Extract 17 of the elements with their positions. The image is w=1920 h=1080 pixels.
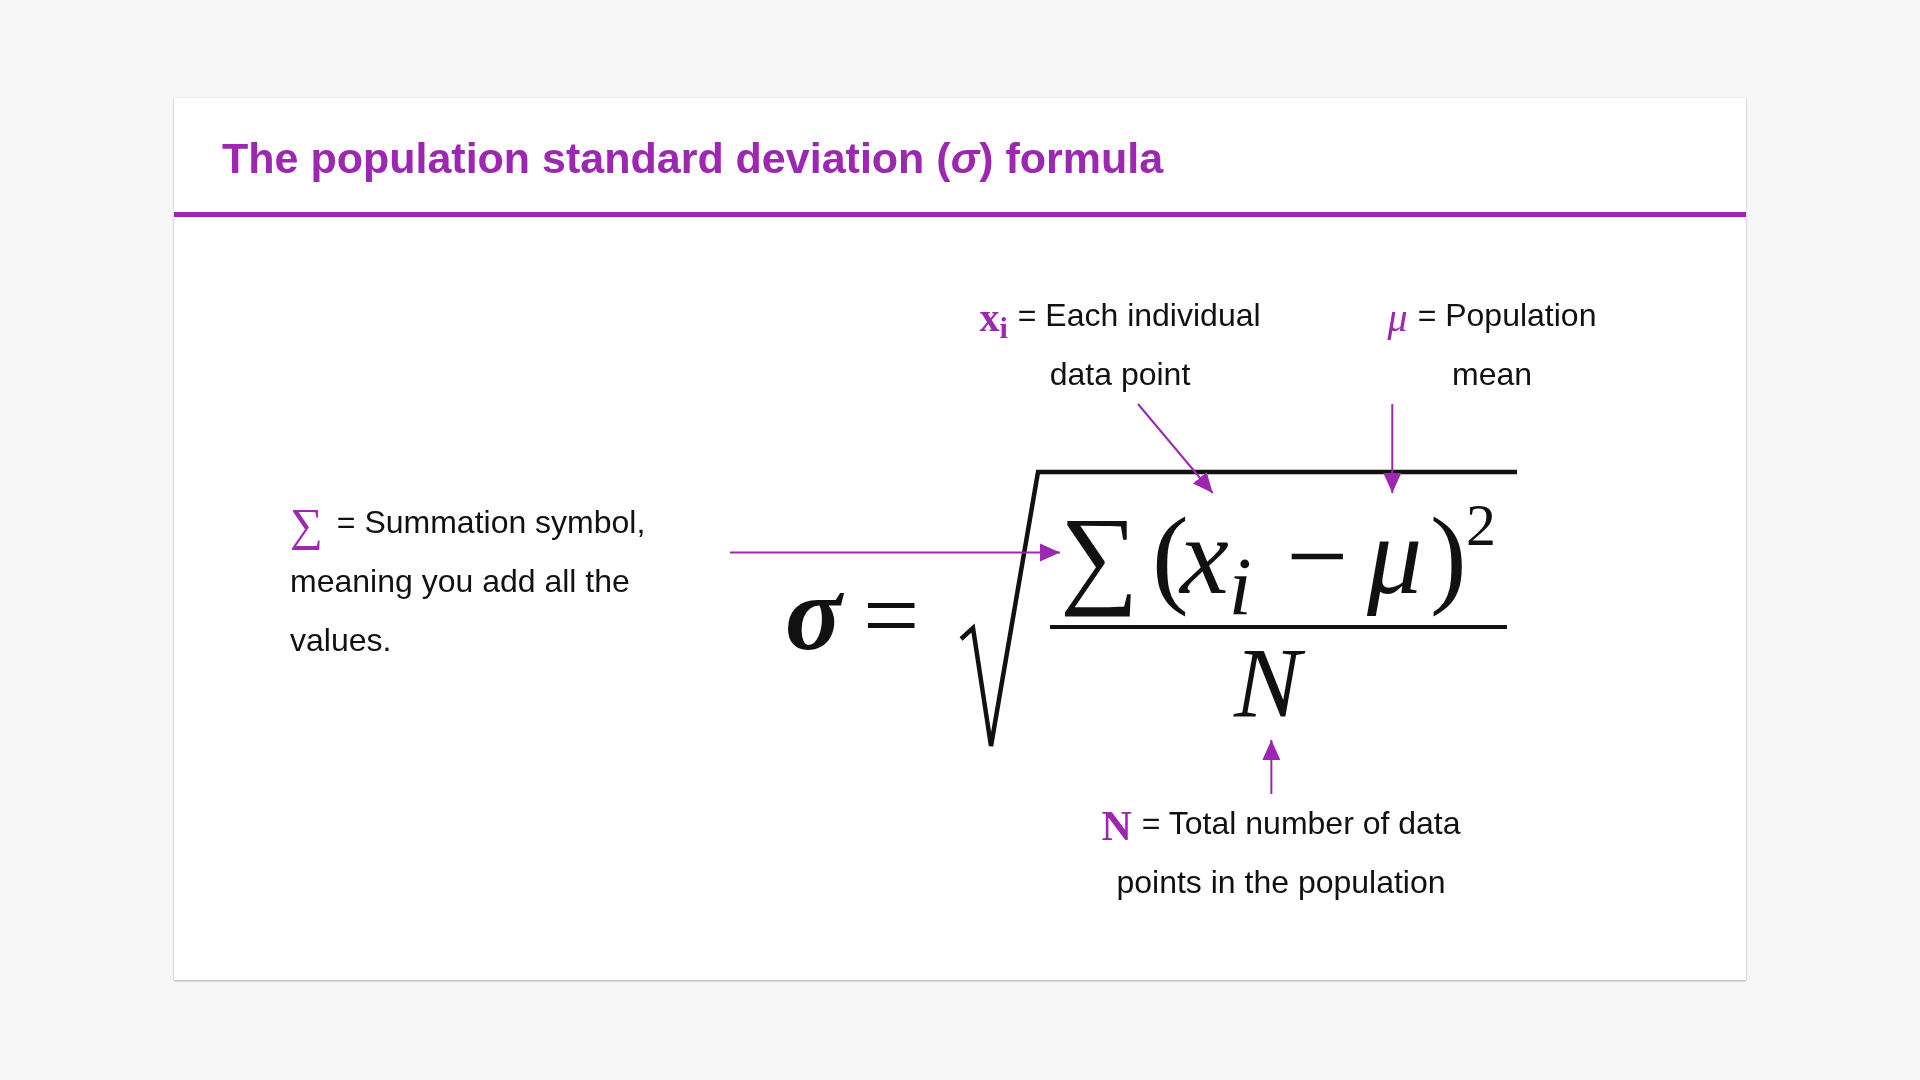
arrow: [1262, 739, 1281, 795]
arrow: [1137, 403, 1214, 494]
annotation-text: x$_{i}$ = Each individual data point: [978, 293, 1262, 394]
annotation-text: μ = Population mean: [1386, 293, 1598, 394]
arrow: [729, 543, 1061, 562]
title: The population standard deviation (σ) formula: [222, 133, 1164, 184]
equals-sign: =: [863, 559, 920, 673]
annotation-text: ∑ = Summation symbol, meaning you add all the values.: [290, 497, 647, 660]
annotation-text: N = Total number of data points in the population: [1100, 801, 1462, 902]
mu-symbol: μ: [1367, 493, 1431, 620]
summation-symbol: ∑: [1060, 493, 1139, 620]
variable-symbol: N: [1234, 625, 1309, 740]
parenthesis: ): [1430, 494, 1467, 619]
sigma-symbol: σ: [785, 554, 845, 674]
arrow: [1383, 403, 1402, 494]
exponent: 2: [1466, 491, 1496, 560]
minus-sign: −: [1286, 494, 1349, 619]
